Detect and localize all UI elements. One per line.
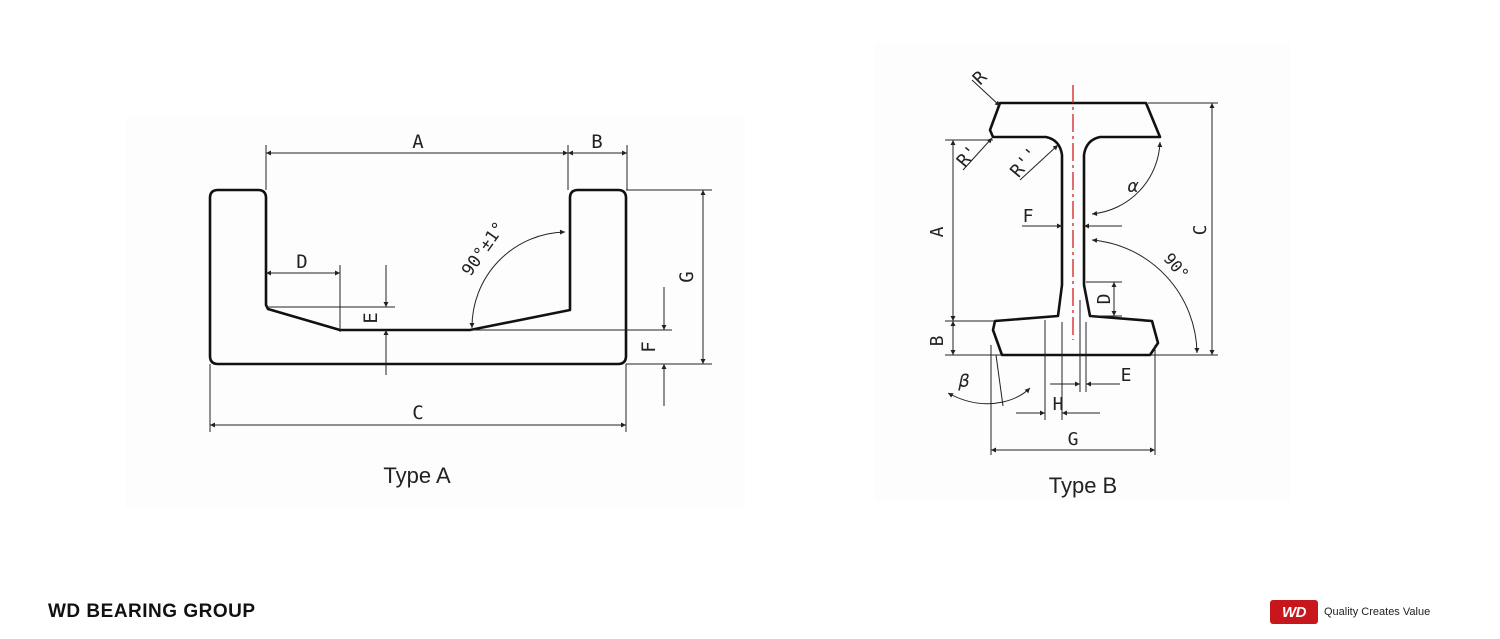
- type-b-label-g: G: [1068, 429, 1079, 450]
- type-b-label-r2: R'': [1006, 143, 1043, 181]
- type-a-label-g: G: [676, 271, 698, 282]
- type-b-label-r: R: [969, 67, 992, 90]
- type-b-label-alpha: α: [1128, 176, 1139, 197]
- type-b-label-b: B: [927, 336, 948, 347]
- type-b-label-a: A: [927, 226, 948, 237]
- type-b-label-beta: β: [958, 371, 970, 392]
- type-b-label-d: D: [1094, 294, 1115, 305]
- type-b-label-f: F: [1023, 206, 1034, 227]
- type-b-label-h: H: [1053, 394, 1064, 415]
- type-b-label-e: E: [1121, 365, 1132, 386]
- type-a-label-c: C: [412, 402, 423, 424]
- type-a-label-d: D: [296, 251, 307, 273]
- type-a-profile: [208, 188, 628, 366]
- type-a-angle-label: 90°±1°: [458, 218, 510, 280]
- type-a-diagram: A B C D E F G 90°±1° Type A: [208, 131, 712, 488]
- wd-logo-icon: WD: [1270, 600, 1318, 624]
- type-a-label-e: E: [360, 312, 382, 323]
- footer-logo: WD Quality Creates Value: [1270, 598, 1430, 626]
- tagline: Quality Creates Value: [1324, 606, 1431, 618]
- company-name: WD BEARING GROUP: [48, 601, 256, 622]
- type-b-diagram: R R' R'' A B C D F E H G α β 90° Type B: [927, 67, 1218, 498]
- type-b-panel: [875, 42, 1290, 502]
- type-a-caption: Type A: [383, 463, 451, 488]
- type-b-angle-label: 90°: [1160, 249, 1193, 283]
- type-a-label-b: B: [591, 131, 602, 153]
- type-a-label-a: A: [412, 131, 424, 153]
- type-b-label-r1: R': [953, 141, 983, 171]
- type-b-caption: Type B: [1049, 473, 1117, 498]
- type-b-label-c: C: [1190, 225, 1211, 236]
- type-a-label-f: F: [638, 341, 660, 352]
- type-a-panel: [125, 118, 745, 508]
- type-b-profile: [988, 101, 1162, 357]
